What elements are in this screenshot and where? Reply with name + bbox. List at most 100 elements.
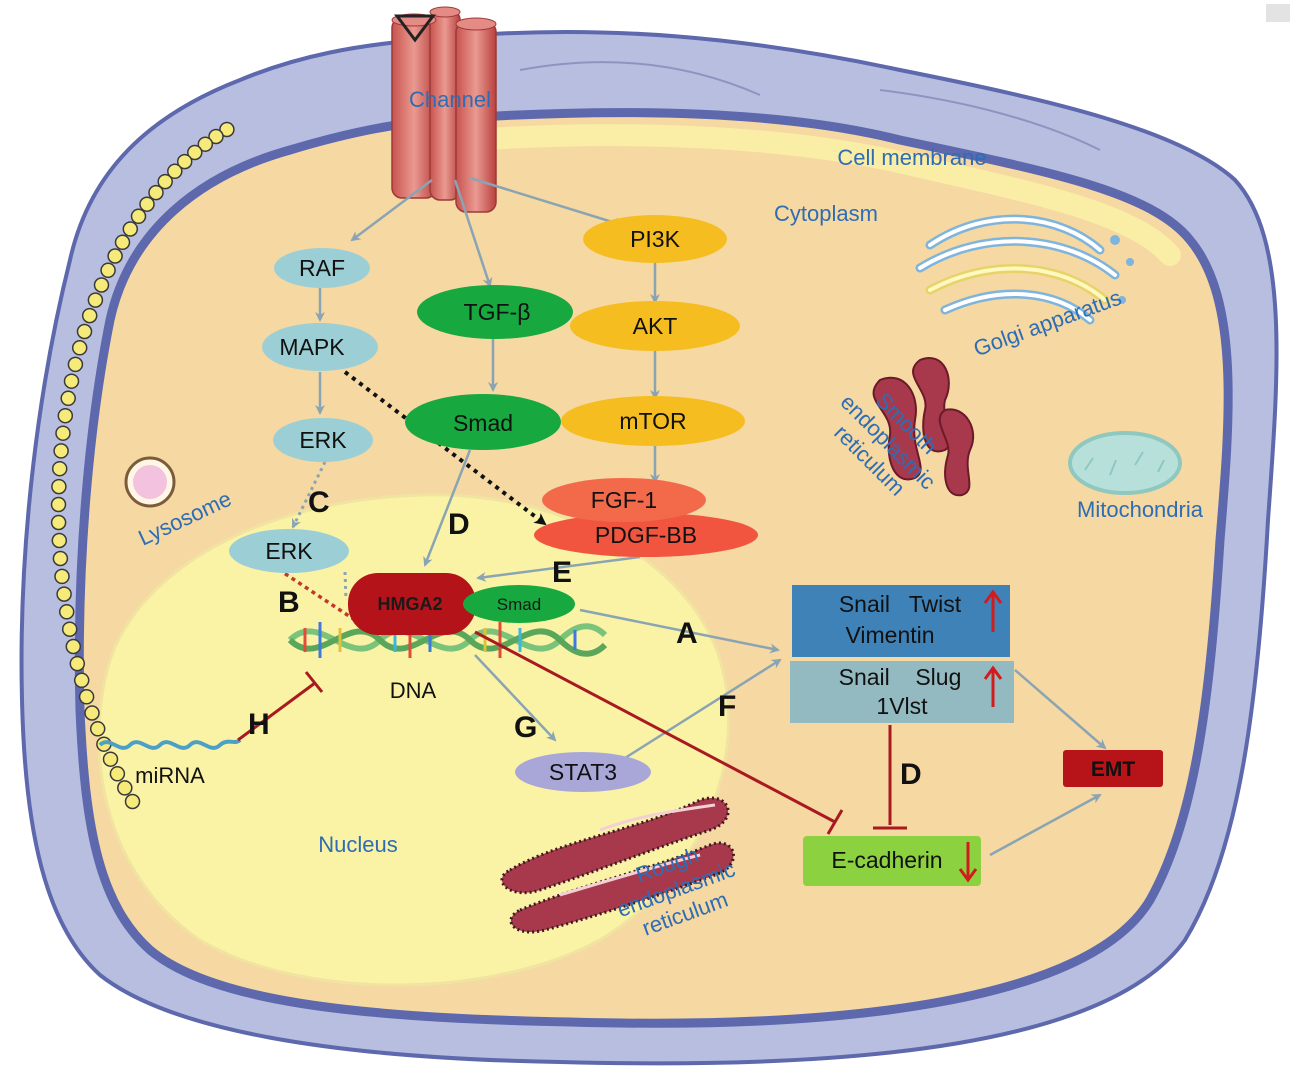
down-arrow-icon: [958, 842, 978, 883]
arrow-smad-hmga2: [423, 449, 472, 567]
arrow-stat3-box: [624, 658, 782, 760]
membrane-bead: [81, 307, 98, 324]
pathway-letter-g: G: [514, 711, 537, 744]
membrane-bead: [52, 550, 69, 567]
arrow-erk-hmga2-dotted: [343, 571, 348, 601]
lysosome-icon: [124, 456, 176, 508]
box1-line1: Snail Twist: [839, 591, 962, 617]
label-nucleus: Nucleus: [318, 832, 397, 857]
node-mapk-label: MAPK: [279, 334, 345, 360]
golgi-icon: [915, 214, 1134, 325]
node-hmga2[interactable]: HMGA2: [348, 573, 476, 635]
node-pdgfbb-label: PDGF-BB: [595, 522, 697, 548]
membrane-bead: [187, 144, 203, 161]
pathway-letter-e: E: [552, 556, 572, 589]
membrane-bead: [76, 323, 93, 340]
inhibit-mirna-dna: [237, 681, 316, 742]
node-pdgfbb[interactable]: PDGF-BB: [534, 513, 758, 557]
membrane-bead: [157, 173, 173, 190]
pathway-letter-c: C: [308, 486, 330, 519]
membrane-bead: [208, 128, 224, 145]
node-pi3k[interactable]: PI3K: [583, 215, 727, 263]
membrane-bead: [53, 443, 69, 459]
membrane-bead: [93, 277, 110, 293]
membrane-bead: [61, 621, 78, 637]
node-erk-cyto-label: ERK: [299, 427, 347, 453]
membrane-bead: [84, 705, 100, 721]
membrane-bead: [139, 196, 155, 212]
membrane-bead: [60, 390, 76, 407]
membrane-bead: [55, 425, 71, 441]
membrane-bead: [176, 153, 193, 170]
membrane-beads: [50, 121, 235, 810]
label-channel: Channel: [409, 87, 491, 112]
membrane-bead: [114, 234, 131, 251]
smooth-er-icon: [872, 357, 975, 497]
box2-line1: Snail Slug: [839, 664, 962, 690]
pathway-letter-d2: D: [900, 758, 922, 791]
cytoplasm-rim: [459, 124, 1181, 266]
arrow-mapk-fgf-dotted: [343, 370, 547, 526]
node-mapk[interactable]: MAPK: [262, 323, 378, 371]
rough-er-icon: [500, 796, 735, 934]
label-mitochondria: Mitochondria: [1077, 497, 1204, 522]
node-emt-label: EMT: [1091, 758, 1136, 781]
node-akt-label: AKT: [633, 313, 678, 339]
arrow-dna-stat3: [474, 654, 557, 742]
arrow-fgf-hmga2: [476, 555, 641, 582]
node-fgf1-label: FGF-1: [591, 487, 657, 513]
channel: [391, 6, 497, 213]
membrane-bead: [50, 496, 67, 513]
node-hmga2-label: HMGA2: [377, 594, 442, 614]
node-tgfb-label: TGF-β: [464, 299, 531, 325]
node-erk-cyto[interactable]: ERK: [273, 418, 373, 462]
pathway-letter-h: H: [248, 708, 270, 741]
inhibit-hmga2-ecad: [474, 630, 836, 824]
channel-top: [455, 17, 497, 31]
node-fgf1[interactable]: FGF-1: [542, 478, 706, 522]
membrane-bead: [50, 514, 67, 531]
node-mtor-label: mTOR: [619, 408, 686, 434]
membrane-bead: [69, 655, 86, 672]
node-raf[interactable]: RAF: [274, 248, 370, 288]
membrane-bead: [124, 793, 141, 810]
membrane-bead: [63, 373, 80, 389]
membrane-bead: [56, 586, 72, 602]
membrane-bead: [51, 460, 68, 477]
mitochondria-icon: [1068, 431, 1182, 495]
node-smad-cyto[interactable]: Smad: [405, 394, 561, 450]
channel-top: [429, 6, 461, 18]
node-akt[interactable]: AKT: [570, 301, 740, 351]
node-emt[interactable]: EMT: [1063, 750, 1163, 787]
channel-triangle-icon: [394, 14, 436, 43]
inhibit-hmga2-ecad-bar: [826, 809, 844, 835]
arrow-ecad-emt: [989, 793, 1102, 857]
node-stat3-label: STAT3: [549, 759, 617, 785]
node-smad-nucleus[interactable]: Smad: [463, 585, 575, 623]
node-raf-label: RAF: [299, 255, 345, 281]
membrane-bead: [100, 262, 116, 279]
membrane-bead: [122, 221, 139, 237]
node-mtor[interactable]: mTOR: [561, 396, 745, 446]
membrane-fold: [519, 61, 761, 96]
label-cell-membrane: Cell membrane: [837, 145, 986, 170]
membrane-bead: [117, 780, 133, 796]
arrow-channel-raf: [350, 179, 433, 242]
node-erk-nucleus[interactable]: ERK: [229, 529, 349, 573]
corner-placeholder: [1266, 4, 1290, 22]
box-snail-slug-1vlst[interactable]: Snail Slug 1Vlst: [790, 661, 1014, 723]
membrane-fold: [879, 89, 1101, 151]
node-stat3[interactable]: STAT3: [515, 752, 651, 792]
box-e-cadherin[interactable]: E-cadherin: [803, 836, 981, 886]
node-pi3k-label: PI3K: [630, 226, 681, 252]
node-smad-nucleus-label: Smad: [497, 595, 541, 614]
node-tgfb[interactable]: TGF-β: [417, 285, 573, 339]
node-smad-cyto-label: Smad: [453, 410, 513, 436]
membrane-bead: [107, 248, 123, 264]
membrane-bead: [57, 407, 74, 424]
box2-line2: 1Vlst: [876, 693, 928, 719]
box-snail-twist-vimentin[interactable]: Snail Twist Vimentin: [792, 585, 1010, 657]
membrane-bead: [58, 604, 75, 620]
inhibit-mirna-dna-bar: [304, 671, 324, 693]
